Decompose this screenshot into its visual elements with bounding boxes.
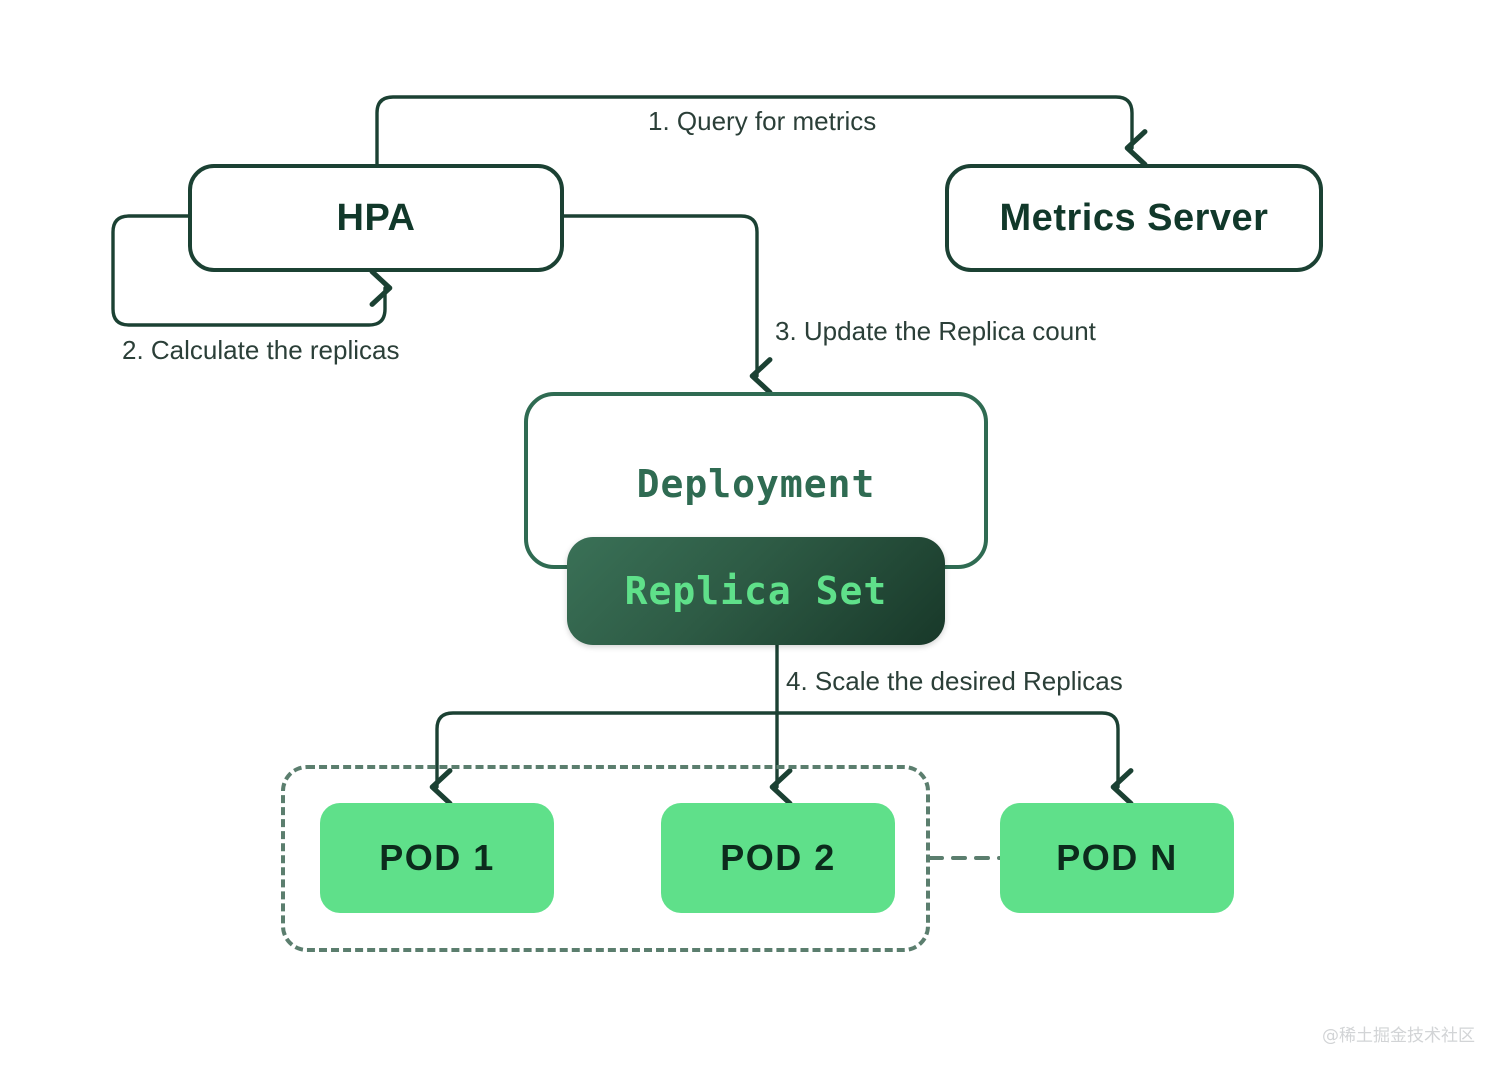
node-pod-2[interactable]: POD 2 bbox=[661, 803, 895, 913]
node-replica-set-label: Replica Set bbox=[624, 569, 888, 613]
node-metrics-server[interactable]: Metrics Server bbox=[945, 164, 1323, 272]
edge-label-step-2: 2. Calculate the replicas bbox=[122, 335, 400, 365]
edge-update-the-replica-count bbox=[562, 214, 773, 395]
node-hpa-label: HPA bbox=[336, 196, 416, 239]
edge-label-step-3: 3. Update the Replica count bbox=[775, 316, 1096, 346]
node-deployment-label: Deployment bbox=[636, 462, 876, 506]
node-pod-n-label: POD N bbox=[1056, 837, 1178, 878]
node-hpa[interactable]: HPA bbox=[188, 164, 564, 272]
node-pod-1[interactable]: POD 1 bbox=[320, 803, 554, 913]
node-pod-n[interactable]: POD N bbox=[1000, 803, 1234, 913]
node-metrics-server-label: Metrics Server bbox=[999, 196, 1269, 239]
watermark: @稀土掘金技术社区 bbox=[1322, 1026, 1475, 1046]
node-pod-1-label: POD 1 bbox=[379, 837, 495, 878]
edge-label-step-4: 4. Scale the desired Replicas bbox=[786, 666, 1123, 696]
node-pod-2-label: POD 2 bbox=[720, 837, 836, 878]
node-replica-set[interactable]: Replica Set bbox=[567, 537, 945, 645]
pod-group-boundary bbox=[281, 765, 930, 952]
edge-label-step-1: 1. Query for metrics bbox=[648, 106, 877, 136]
